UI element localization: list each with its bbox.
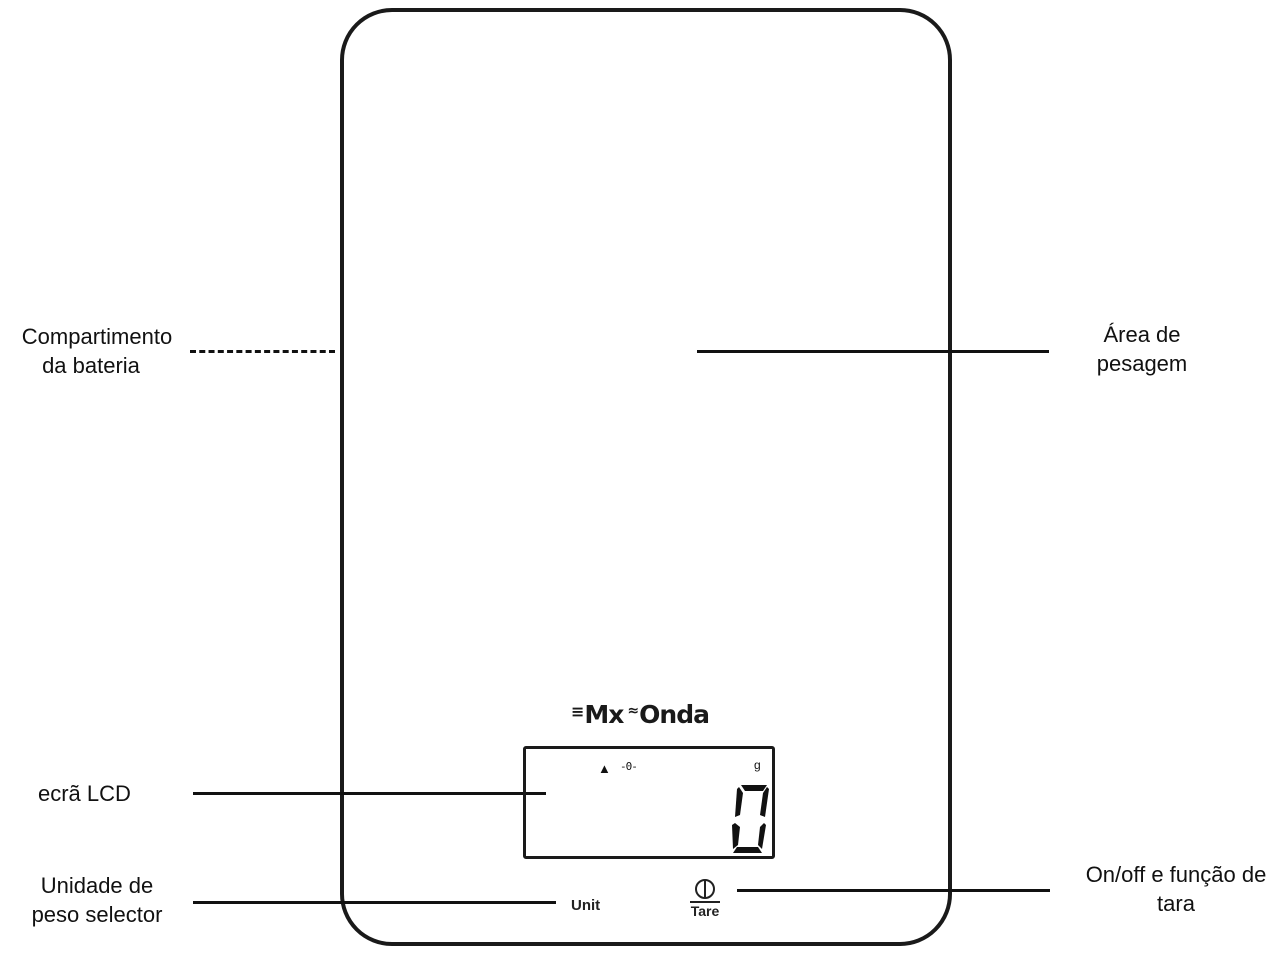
unit-selector-label: Unidade de peso selector bbox=[14, 871, 180, 929]
weighing-label-line1: Área de bbox=[1103, 322, 1181, 347]
tare-label: Tare bbox=[690, 903, 720, 919]
lcd-unit-indicator: g bbox=[754, 758, 761, 772]
unit-label-line2: peso selector bbox=[31, 902, 163, 927]
lcd-display: ▲ -0- g 0 bbox=[523, 746, 775, 859]
lcd-label: ecrã LCD bbox=[38, 779, 150, 808]
unit-label-line1: Unidade de bbox=[40, 873, 154, 898]
onoff-label-line2: tara bbox=[1157, 891, 1195, 916]
brand-part2: Onda bbox=[639, 700, 710, 729]
scale-body bbox=[340, 8, 952, 946]
battery-label-line1: Compartimento bbox=[21, 324, 173, 349]
weighing-area-label: Área de pesagem bbox=[1078, 320, 1206, 378]
brand-logo: ≡Mx≈Onda bbox=[571, 700, 731, 730]
battery-label-line2: da bateria bbox=[42, 353, 140, 378]
onoff-tare-label: On/off e função de tara bbox=[1068, 860, 1284, 918]
weighing-label-line2: pesagem bbox=[1096, 351, 1188, 376]
lcd-leader-line bbox=[193, 792, 546, 795]
lcd-label-text: ecrã LCD bbox=[38, 781, 131, 806]
battery-compartment-label: Compartimento da bateria bbox=[8, 322, 186, 380]
tare-divider bbox=[690, 901, 720, 903]
onoff-label-line1: On/off e função de bbox=[1085, 862, 1267, 887]
power-tare-button[interactable]: Tare bbox=[690, 878, 720, 924]
brand-wing-mark: ≡ bbox=[571, 702, 584, 721]
power-icon bbox=[695, 879, 715, 899]
lcd-arrow-indicator: ▲ bbox=[598, 761, 611, 776]
lcd-digit-zero bbox=[732, 785, 769, 853]
unit-button[interactable]: Unit bbox=[571, 897, 601, 914]
onoff-leader-line bbox=[737, 889, 1050, 892]
unit-leader-line bbox=[193, 901, 556, 904]
weighing-leader-line bbox=[697, 350, 1049, 353]
brand-swoosh-mark: ≈ bbox=[627, 703, 639, 719]
lcd-zero-indicator: -0- bbox=[620, 760, 638, 773]
battery-leader-line bbox=[190, 350, 335, 353]
brand-part1: Mx bbox=[584, 700, 624, 729]
